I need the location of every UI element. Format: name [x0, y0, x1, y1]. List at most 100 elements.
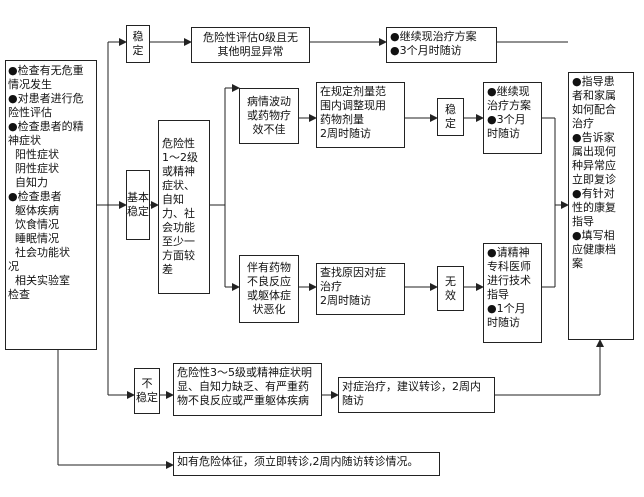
left-box-line: 况 — [8, 260, 19, 273]
guide-line: 应健康档 — [572, 243, 616, 256]
basic-eval-line: 症状、 — [162, 179, 195, 192]
invite-line: ●1个月 — [487, 302, 526, 315]
basic-eval-line: 1～2级 — [162, 151, 198, 164]
stable-plan-line: ●3个月时随访 — [390, 44, 462, 57]
invite-line: 进行技术 — [487, 274, 531, 287]
unstable-eval-line: 显、自知力缺乏、有严重药 — [177, 380, 309, 393]
initial-assessment-box: ●检查有无危重情况发生●对患者进行危险性评估●检查患者的精神症状 阳性症状 阴性… — [5, 60, 97, 350]
left-box-line: ●对患者进行危 — [8, 92, 84, 105]
cont2-line: ●继续现 — [487, 85, 530, 98]
invite-line: 专科医师 — [487, 260, 531, 273]
symptomatic-line: 随访 — [342, 394, 364, 407]
left-box-line: 社会功能状 — [8, 246, 70, 259]
specialist-guidance-box: ●请精神专科医师进行技术指导●1个月时随访 — [483, 243, 542, 343]
find-cause-line: 查找原因对症 — [320, 266, 386, 279]
left-box-line: 相关实验室 — [8, 274, 70, 287]
basic-eval-line: 力、社 — [162, 207, 195, 220]
left-box-line: 饮食情况 — [8, 218, 59, 231]
fluct-line: 病情波动 — [247, 95, 291, 108]
invite-line: 指导 — [487, 288, 509, 301]
cont2-line: ●3个月 — [487, 113, 526, 126]
guide-line: 性的康复 — [572, 201, 616, 214]
unstable-eval-line: 物不良反应或严重躯体疾病 — [177, 394, 309, 407]
stable-line: 稳 — [132, 30, 144, 43]
basic-eval-line: 会功能 — [162, 221, 195, 234]
guide-line: 立即复诊 — [572, 173, 616, 186]
symptomatic-treatment-box: 对症治疗，建议转诊，2周内随访 — [338, 377, 495, 413]
adverse-line: 状恶化 — [252, 303, 286, 316]
fluctuation-box: 病情波动或药物疗效不佳 — [239, 88, 299, 144]
adverse-reaction-box: 伴有药物不良反应或躯体症状恶化 — [239, 255, 299, 323]
stable-again-box: 稳定 — [437, 98, 464, 136]
basic-stable-line: 基本 — [127, 191, 149, 204]
stable-plan-line: ●继续现治疗方案 — [390, 30, 477, 43]
left-box-line: ●检查患者的精 — [8, 120, 84, 133]
guide-line: 治疗 — [572, 117, 594, 130]
guide-line: 种异常应 — [572, 159, 616, 172]
left-box-line: 阳性症状 — [8, 148, 59, 161]
stable-eval-line: 危险性评估0级且无 — [203, 31, 298, 44]
left-box-line: ●检查有无危重 — [8, 64, 84, 77]
unstable-line: 不 — [141, 377, 153, 390]
guidance-box: ●指导患者和家属如何配合治疗●告诉家属出现何种异常应立即复诊●有针对性的康复指导… — [568, 72, 634, 340]
left-box-line: 睡眠情况 — [8, 232, 59, 245]
guide-line: ●指导患 — [572, 75, 615, 88]
adjust-line: 围内调整现用 — [320, 99, 386, 112]
stable-box: 稳定 — [126, 25, 150, 63]
guide-line: 者和家属 — [572, 89, 616, 102]
ineffective-box: 无效 — [437, 266, 464, 311]
cont2-line: 治疗方案 — [487, 99, 531, 112]
find-cause-line: 治疗 — [320, 280, 342, 293]
basic-eval-line: 差 — [162, 263, 173, 276]
stable2-line: 稳 — [445, 103, 456, 116]
danger-sign-box: 如有危险体征，须立即转诊,2周内随访转诊情况。 — [173, 452, 440, 476]
basic-stable-line: 稳定 — [127, 205, 149, 218]
adverse-line: 或躯体症 — [247, 289, 291, 302]
unstable-line: 稳定 — [136, 391, 158, 404]
guide-line: ●填写相 — [572, 229, 615, 242]
left-box-line: 躯体疾病 — [8, 204, 59, 217]
basic-eval-line: 至少一 — [162, 235, 195, 248]
adverse-line: 不良反应 — [247, 275, 291, 288]
stable-line: 定 — [132, 44, 144, 57]
guide-line: 属出现何 — [572, 145, 616, 158]
left-box-line: 神症状 — [8, 134, 41, 147]
guide-line: 案 — [572, 257, 583, 270]
invite-line: ●请精神 — [487, 246, 530, 259]
symptomatic-line: 对症治疗，建议转诊，2周内 — [342, 380, 481, 393]
guide-line: ●告诉家 — [572, 131, 615, 144]
guide-line: 指导 — [572, 215, 594, 228]
stable-evaluation-box: 危险性评估0级且无其他明显异常 — [191, 27, 310, 63]
left-box-line: 阴性症状 — [8, 162, 59, 175]
cont2-line: 时随访 — [487, 127, 520, 140]
continue-plan-box: ●继续现治疗方案●3个月时随访 — [483, 82, 542, 154]
adjust-line: 药物剂量 — [320, 113, 364, 126]
stable-eval-line: 其他明显异常 — [217, 45, 284, 58]
initial-assessment-lines: ●检查有无危重情况发生●对患者进行危险性评估●检查患者的精神症状 阳性症状 阴性… — [8, 64, 94, 302]
left-box-line: 自知力 — [8, 176, 48, 189]
fluct-line: 或药物疗 — [247, 109, 291, 122]
danger-line: 如有危险体征，须立即转诊,2周内随访转诊情况。 — [177, 455, 419, 468]
basic-stable-box: 基本稳定 — [126, 170, 150, 240]
guide-line: ●有针对 — [572, 187, 615, 200]
invite-line: 时随访 — [487, 316, 520, 329]
basic-eval-line: 或精神 — [162, 165, 195, 178]
stable2-line: 定 — [445, 117, 456, 130]
adjust-line: 2周时随访 — [320, 127, 371, 140]
unstable-box: 不稳定 — [134, 368, 160, 414]
unstable-evaluation-box: 危险性3～5级或精神症状明显、自知力缺乏、有严重药物不良反应或严重躯体疾病 — [173, 363, 322, 416]
left-box-line: 险性评估 — [8, 106, 52, 119]
basic-eval-line: 自知 — [162, 193, 184, 206]
stable-plan-box: ●继续现治疗方案●3个月时随访 — [386, 27, 497, 63]
ineffective-line: 效 — [445, 288, 456, 302]
basic-eval-line: 方面较 — [162, 249, 195, 262]
left-box-line: 检查 — [8, 288, 30, 301]
unstable-eval-line: 危险性3～5级或精神症状明 — [177, 366, 312, 379]
adjust-line: 在规定剂量范 — [320, 85, 386, 98]
left-box-line: ●检查患者 — [8, 190, 62, 203]
guide-line: 如何配合 — [572, 103, 616, 116]
ineffective-line: 无 — [445, 274, 456, 288]
